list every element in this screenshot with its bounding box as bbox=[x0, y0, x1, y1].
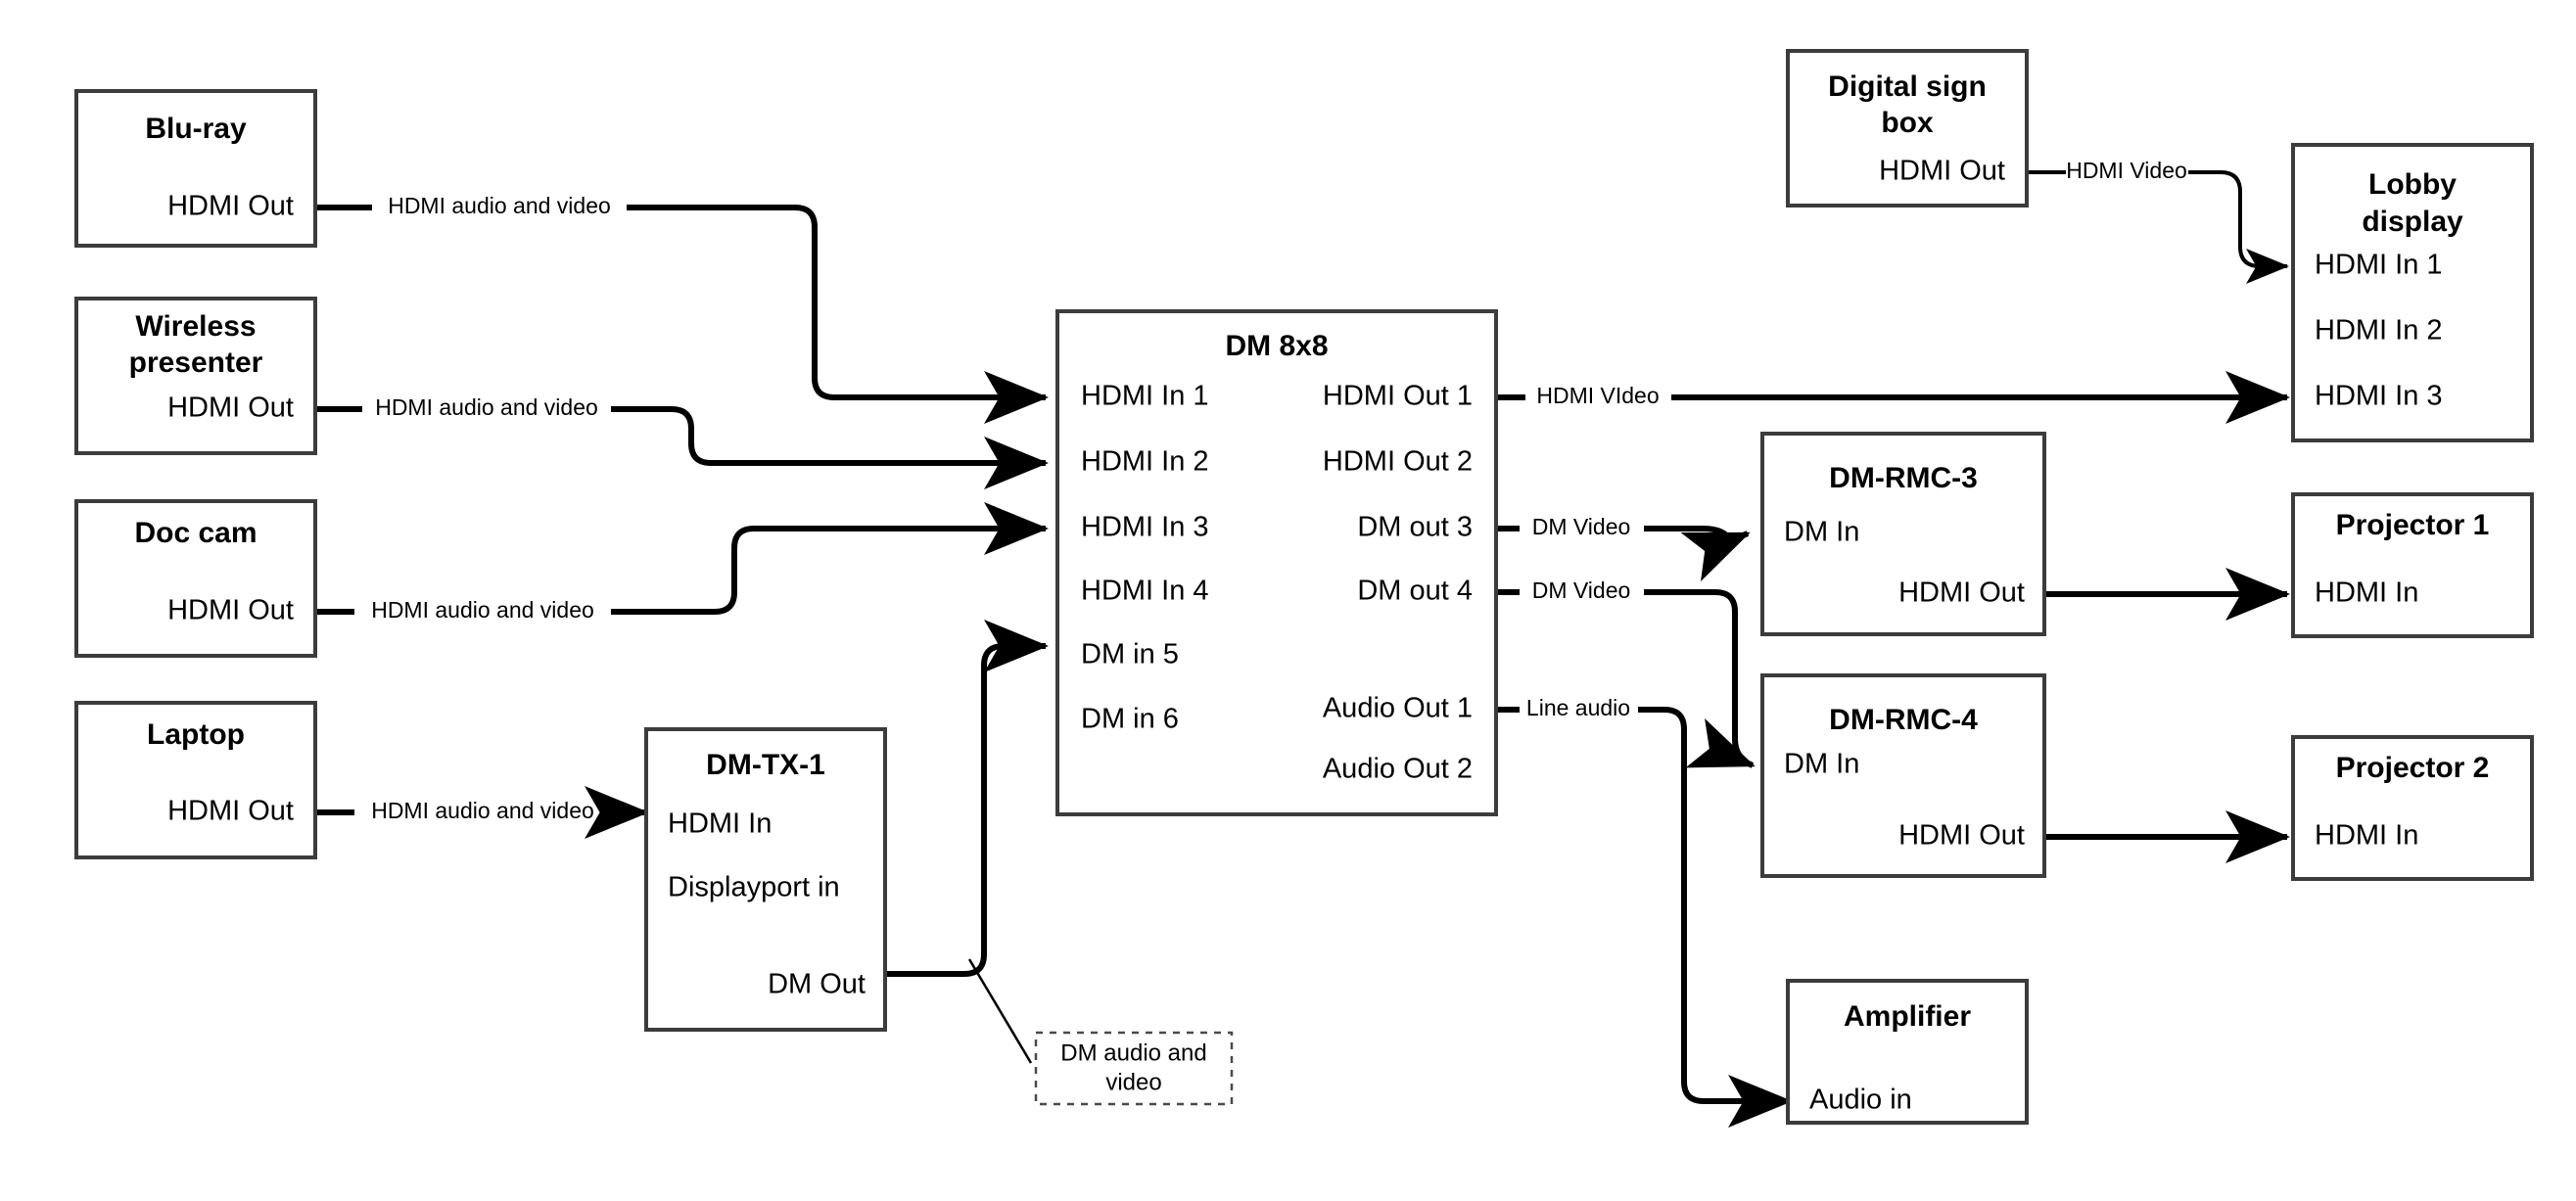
node-projector-1[interactable]: Projector 1 HDMI In bbox=[2291, 492, 2534, 638]
link-dm8x8-dmout3-to-dmrmc3 bbox=[1496, 529, 1748, 540]
node-lobby-display-input-hdmi-in-2: HDMI In 2 bbox=[2315, 315, 2443, 346]
node-doc-cam-title: Doc cam bbox=[134, 517, 257, 549]
node-dm-rmc-3[interactable]: DM-RMC-3 DM In HDMI Out bbox=[1760, 432, 2046, 636]
node-wireless-presenter[interactable]: Wireless presenter HDMI Out bbox=[74, 297, 317, 455]
node-dm-8x8-input-dm-in-5: DM in 5 bbox=[1081, 639, 1179, 670]
node-dm-8x8-output-hdmi-out-2: HDMI Out 2 bbox=[1323, 446, 1473, 478]
node-amplifier-port-audio-in: Audio in bbox=[1809, 1085, 1912, 1116]
leader-line-dm-audio-video-note bbox=[967, 958, 1033, 1064]
node-bluray-box[interactable] bbox=[74, 89, 317, 248]
node-dm-rmc-4-box[interactable] bbox=[1760, 673, 2046, 878]
node-wireless-presenter-title-line2: presenter bbox=[129, 346, 263, 379]
node-dm-tx-1[interactable]: DM-TX-1 HDMI In Displayport in DM Out bbox=[644, 727, 887, 1032]
node-dm-tx-1-port-hdmi-in: HDMI In bbox=[668, 808, 772, 840]
edge-label-dm8x8-dmout3-to-dmrmc3: DM Video bbox=[1532, 514, 1631, 539]
node-digital-sign-box-box[interactable] bbox=[1786, 49, 2029, 208]
node-dm-rmc-4-port-dm-in: DM In bbox=[1784, 749, 1859, 780]
node-wireless-presenter-box[interactable] bbox=[74, 297, 317, 455]
node-dm-rmc-3-port-hdmi-out: HDMI Out bbox=[1898, 577, 2025, 609]
node-dm-rmc-4-port-hdmi-out: HDMI Out bbox=[1898, 820, 2025, 852]
node-dm-8x8-input-hdmi-in-4: HDMI In 4 bbox=[1081, 576, 1209, 607]
node-doc-cam[interactable]: Doc cam HDMI Out bbox=[74, 499, 317, 658]
node-dm-8x8-output-dm-out-3: DM out 3 bbox=[1357, 512, 1473, 543]
node-laptop-title: Laptop bbox=[147, 718, 245, 751]
link-dmtx1-to-dm8x8 bbox=[885, 620, 1049, 977]
node-amplifier-box[interactable] bbox=[1786, 979, 2029, 1125]
note-dm-audio-and-video-line2: video bbox=[1105, 1069, 1161, 1095]
node-dm-rmc-4[interactable]: DM-RMC-4 DM In HDMI Out bbox=[1760, 673, 2046, 878]
node-dm-8x8-input-hdmi-in-2: HDMI In 2 bbox=[1081, 446, 1209, 478]
node-dm-rmc-4-title: DM-RMC-4 bbox=[1829, 704, 1978, 736]
node-lobby-display-title: Lobby bbox=[2368, 168, 2457, 201]
node-lobby-display-box[interactable] bbox=[2291, 143, 2534, 442]
node-dm-8x8-input-hdmi-in-3: HDMI In 3 bbox=[1081, 512, 1209, 543]
node-dm-tx-1-box[interactable] bbox=[644, 727, 887, 1032]
node-laptop[interactable]: Laptop HDMI Out bbox=[74, 701, 317, 859]
node-projector-2-port-hdmi-in: HDMI In bbox=[2315, 820, 2418, 852]
node-dm-8x8-output-audio-out-2: Audio Out 2 bbox=[1323, 754, 1473, 785]
link-doccam-to-dm8x8 bbox=[315, 529, 1046, 615]
link-dm8x8-audioout1-to-amplifier bbox=[1496, 707, 1790, 1101]
node-digital-sign-box-port-hdmi-out: HDMI Out bbox=[1879, 156, 2005, 187]
node-digital-sign-box-title-line2: box bbox=[1881, 107, 1934, 139]
node-doc-cam-port-hdmi-out: HDMI Out bbox=[167, 595, 294, 626]
node-projector-1-box[interactable] bbox=[2291, 492, 2534, 638]
link-dm8x8-dmout4-to-dmrmc4 bbox=[1496, 589, 1753, 765]
note-dm-audio-and-video-box[interactable] bbox=[1034, 1031, 1234, 1106]
node-dm-8x8-output-dm-out-4: DM out 4 bbox=[1357, 576, 1473, 607]
node-amplifier-title: Amplifier bbox=[1844, 1000, 1971, 1033]
node-projector-1-title: Projector 1 bbox=[2336, 509, 2490, 541]
node-amplifier[interactable]: Amplifier Audio in bbox=[1786, 979, 2029, 1125]
node-wireless-presenter-title: Wireless bbox=[135, 310, 256, 343]
node-lobby-display-input-hdmi-in-3: HDMI In 3 bbox=[2315, 381, 2443, 412]
node-lobby-display-title-line2: display bbox=[2362, 206, 2463, 238]
node-dm-rmc-3-title: DM-RMC-3 bbox=[1829, 462, 1978, 494]
node-bluray[interactable]: Blu-ray HDMI Out bbox=[74, 89, 317, 248]
node-lobby-display-input-hdmi-in-1: HDMI In 1 bbox=[2315, 250, 2443, 281]
link-bluray-to-dm8x8 bbox=[315, 205, 1046, 397]
node-dm-8x8[interactable]: DM 8x8 HDMI In 1 HDMI In 2 HDMI In 3 HDM… bbox=[1055, 309, 1498, 816]
edge-label-dm8x8-hdmiout1-to-lobbydisplay: HDMI VIdeo bbox=[1536, 383, 1659, 408]
node-dm-rmc-3-port-dm-in: DM In bbox=[1784, 517, 1859, 548]
node-projector-2-title: Projector 2 bbox=[2336, 752, 2490, 784]
node-lobby-display[interactable]: Lobby display HDMI In 1 HDMI In 2 HDMI I… bbox=[2291, 143, 2534, 442]
edge-label-dm8x8-audioout1-to-amplifier: Line audio bbox=[1526, 695, 1630, 720]
node-dm-rmc-3-box[interactable] bbox=[1760, 432, 2046, 636]
link-digitalsign-to-lobbydisplay bbox=[2027, 170, 2287, 266]
link-wireless-to-dm8x8 bbox=[315, 409, 1046, 463]
node-dm-8x8-input-hdmi-in-1: HDMI In 1 bbox=[1081, 381, 1209, 412]
note-dm-audio-and-video[interactable]: DM audio and video bbox=[1034, 1031, 1234, 1106]
node-digital-sign-box[interactable]: Digital sign box HDMI Out bbox=[1786, 49, 2029, 208]
node-projector-2[interactable]: Projector 2 HDMI In bbox=[2291, 735, 2534, 881]
node-doc-cam-box[interactable] bbox=[74, 499, 317, 658]
node-laptop-box[interactable] bbox=[74, 701, 317, 859]
edge-label-laptop-to-dmtx1: HDMI audio and video bbox=[371, 798, 594, 823]
node-dm-tx-1-title: DM-TX-1 bbox=[706, 749, 825, 781]
node-projector-1-port-hdmi-in: HDMI In bbox=[2315, 577, 2418, 609]
edge-label-doccam-to-dm8x8: HDMI audio and video bbox=[371, 597, 594, 623]
edge-label-dm8x8-dmout4-to-dmrmc4: DM Video bbox=[1532, 577, 1631, 603]
node-bluray-port-hdmi-out: HDMI Out bbox=[167, 191, 294, 222]
edge-label-wireless-to-dm8x8: HDMI audio and video bbox=[375, 394, 598, 420]
note-dm-audio-and-video-line1: DM audio and bbox=[1060, 1039, 1206, 1066]
node-bluray-title: Blu-ray bbox=[145, 113, 247, 145]
node-wireless-presenter-port-hdmi-out: HDMI Out bbox=[167, 393, 294, 424]
node-dm-8x8-box[interactable] bbox=[1055, 309, 1498, 816]
node-dm-8x8-output-audio-out-1: Audio Out 1 bbox=[1323, 693, 1473, 724]
node-laptop-port-hdmi-out: HDMI Out bbox=[167, 796, 294, 827]
node-dm-8x8-title: DM 8x8 bbox=[1225, 330, 1328, 362]
node-digital-sign-box-title: Digital sign bbox=[1828, 70, 1987, 103]
node-dm-tx-1-port-displayport-in: Displayport in bbox=[668, 872, 840, 903]
node-projector-2-box[interactable] bbox=[2291, 735, 2534, 881]
edge-label-digitalsign-to-lobbydisplay: HDMI Video bbox=[2066, 158, 2187, 183]
node-dm-8x8-output-hdmi-out-1: HDMI Out 1 bbox=[1323, 381, 1473, 412]
edge-label-bluray-to-dm8x8: HDMI audio and video bbox=[388, 193, 611, 218]
node-dm-tx-1-port-dm-out: DM Out bbox=[768, 969, 866, 1000]
node-dm-8x8-input-dm-in-6: DM in 6 bbox=[1081, 704, 1179, 735]
